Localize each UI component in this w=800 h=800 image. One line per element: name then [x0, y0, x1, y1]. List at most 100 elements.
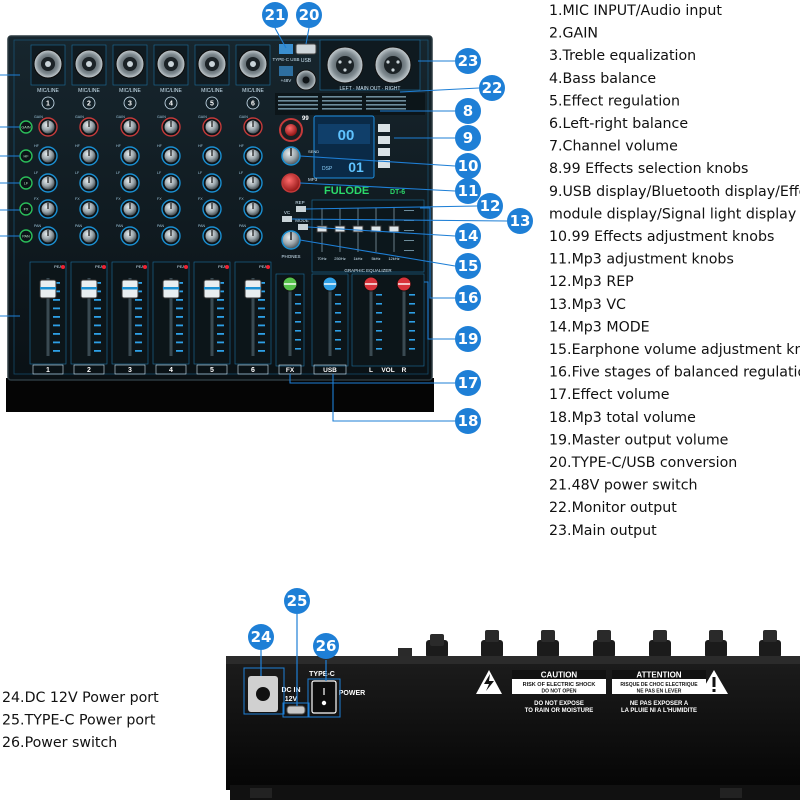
callout-19: 19	[424, 281, 481, 352]
svg-text:FX: FX	[24, 208, 29, 212]
callout-badge	[455, 326, 481, 352]
legend-item: 21.48V power switch	[549, 478, 697, 494]
knob-label: PAN	[34, 224, 42, 228]
mic-line-label: MIC/LINE	[78, 88, 100, 94]
eq-slider-cap[interactable]	[352, 225, 364, 233]
peak-led	[225, 265, 229, 269]
legend-item: 4.Bass balance	[549, 71, 656, 87]
callout-number: 21	[265, 6, 286, 24]
callout-badge	[507, 208, 533, 234]
fader-channel-label: 6	[251, 367, 255, 374]
mp3-label: MP3	[308, 177, 318, 182]
knob-label: HF	[198, 144, 204, 148]
knob-label: GAIN	[75, 115, 84, 119]
svg-text:LF: LF	[24, 182, 29, 186]
callout-12: 12	[305, 193, 503, 219]
legend-item: 12.Mp3 REP	[549, 274, 634, 290]
callout-13: 13	[291, 208, 533, 234]
attention-foot2: LA PLUIE NI A L'HUMIDITE	[621, 708, 697, 714]
usb-fader-label: USB	[323, 367, 337, 374]
channel-number-badge	[82, 96, 96, 110]
mic-line-label: MIC/LINE	[201, 88, 223, 94]
channel-number: 2	[87, 101, 91, 108]
fx-fader	[282, 276, 301, 356]
caution-foot2: TO RAIN OR MOISTURE	[525, 708, 594, 714]
graphic-eq-label: GRAPHIC EQUALIZER	[344, 268, 392, 273]
legend-item: module display/Signal light display	[549, 206, 796, 222]
knob-label: HF	[75, 144, 81, 148]
typec-switch[interactable]	[279, 44, 293, 54]
typec-power-port[interactable]	[286, 705, 306, 715]
callout-20: 20	[296, 2, 322, 45]
callout-badge	[477, 193, 503, 219]
rear-knob-top	[759, 640, 781, 658]
legend-item: 19.Master output volume	[549, 432, 728, 448]
peak-led	[102, 265, 106, 269]
bluetooth-indicator-icon	[378, 136, 390, 144]
knob-label: FX	[34, 197, 39, 201]
mode-button[interactable]	[298, 224, 308, 230]
callout-badge	[455, 253, 481, 279]
callout-8: 8	[380, 98, 481, 124]
channel-number-badge	[123, 96, 137, 110]
model-name: DT-6	[390, 189, 405, 196]
rear-knob-top	[537, 640, 559, 658]
phantom-switch[interactable]	[279, 66, 293, 76]
rep-button[interactable]	[296, 206, 306, 212]
rear-knob-top	[481, 640, 503, 658]
dc-12v-port[interactable]	[256, 687, 270, 701]
eq-slider-cap[interactable]	[370, 225, 382, 233]
knob-label: GAIN	[157, 115, 166, 119]
usb-port[interactable]	[295, 43, 317, 55]
callout-badge	[455, 408, 481, 434]
legend-item: 9.USB display/Bluetooth display/Effects	[549, 184, 800, 200]
eq-slider-cap[interactable]	[316, 225, 328, 233]
power-switch[interactable]	[311, 680, 337, 714]
legend-item: 25.TYPE-C Power port	[2, 713, 156, 729]
svg-text:HF: HF	[23, 155, 29, 159]
mp3-adjust-knob[interactable]	[281, 173, 301, 193]
callout-badge	[262, 2, 288, 28]
peak-label: PEAK	[177, 264, 188, 269]
knob-label: HF	[34, 144, 40, 148]
callout-badge	[296, 2, 322, 28]
peak-led	[61, 265, 65, 269]
mic-line-label: MIC/LINE	[37, 88, 59, 94]
channel-number-badge	[205, 96, 219, 110]
power-label: POWER	[339, 690, 365, 697]
peak-led	[184, 265, 188, 269]
plus48v-label: +48V	[281, 78, 292, 83]
knob-label: LF	[34, 171, 39, 175]
callout-16: 16	[420, 207, 481, 311]
legend-item: 18.Mp3 total volume	[549, 410, 696, 426]
peak-label: PEAK	[136, 264, 147, 269]
legend-item: 3.Treble equalization	[549, 48, 696, 64]
callout-badge	[455, 223, 481, 249]
vc-button[interactable]	[282, 216, 292, 222]
knob-label: PAN	[116, 224, 124, 228]
callout-number: 12	[480, 197, 501, 215]
channel-number-badge	[164, 96, 178, 110]
legend-item: 26.Power switch	[2, 735, 117, 751]
peak-label: PEAK	[54, 264, 65, 269]
callout-10: 10	[299, 153, 481, 179]
attention-line1: RISQUE DE CHOC ELECTRIQUE	[620, 682, 698, 688]
legend-item: 1.MIC INPUT/Audio input	[549, 3, 722, 19]
eq-slider-cap[interactable]	[388, 225, 400, 233]
mixer-base	[6, 378, 434, 412]
fader-channel-label: 1	[46, 367, 50, 374]
callout-24: 24	[248, 624, 274, 650]
phones-knob-label: PHONES	[281, 254, 300, 259]
callout-badge	[455, 370, 481, 396]
fx-number-label: 99	[302, 116, 309, 122]
callout-number: 16	[458, 289, 479, 307]
caution-title: CAUTION	[541, 671, 578, 680]
callout-number: 15	[458, 257, 479, 275]
rear-callout-lines	[243, 614, 341, 718]
effects-list	[275, 93, 425, 115]
rep-label: REP	[295, 200, 304, 205]
